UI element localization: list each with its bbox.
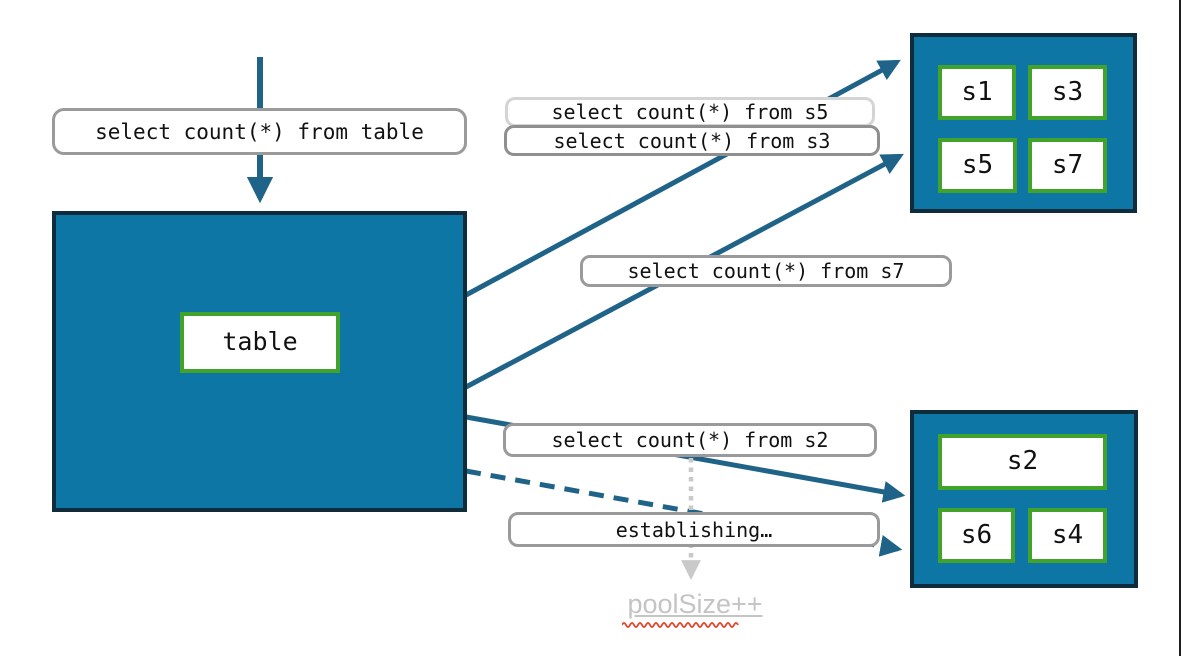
shard-s6-label: s6	[960, 519, 993, 550]
query-pill-s7: select count(*) from s7	[580, 255, 952, 287]
query-pill-s2-text: select count(*) from s2	[551, 428, 829, 452]
table-label: table	[222, 327, 298, 356]
shard-group-top: s1 s3 s5 s7	[910, 33, 1137, 213]
shard-s2: s2	[938, 434, 1107, 490]
shard-s4: s4	[1028, 508, 1107, 563]
query-pill-s7-text: select count(*) from s7	[627, 259, 905, 283]
shard-s5: s5	[938, 138, 1017, 193]
query-pill-table-text: select count(*) from table	[95, 119, 424, 144]
query-pill-s5: select count(*) from s5	[505, 97, 875, 127]
poolsize-label: poolSize++	[627, 589, 763, 619]
shard-s6: s6	[938, 508, 1015, 563]
query-pill-establishing-text: establishing…	[615, 517, 773, 542]
shard-s5-label: s5	[961, 149, 994, 180]
shard-s4-label: s4	[1051, 519, 1084, 550]
query-pill-s5-text: select count(*) from s5	[551, 100, 829, 124]
shard-s7-label: s7	[1051, 149, 1084, 180]
slide-right-edge	[1179, 0, 1181, 656]
shard-group-bottom: s2 s6 s4	[910, 410, 1138, 588]
query-pill-establishing: establishing…	[508, 512, 880, 547]
shard-s3-label: s3	[1051, 76, 1084, 107]
query-pill-s2: select count(*) from s2	[503, 423, 877, 457]
table-label-box: table	[180, 312, 340, 373]
query-pill-table: select count(*) from table	[52, 108, 467, 155]
shard-s1: s1	[938, 65, 1016, 120]
query-pill-s3: select count(*) from s3	[504, 125, 880, 156]
shard-s2-label: s2	[1006, 446, 1039, 476]
shard-s7: s7	[1028, 138, 1107, 193]
table-node: table	[52, 211, 467, 512]
query-pill-s3-text: select count(*) from s3	[553, 128, 831, 153]
shard-s3: s3	[1028, 65, 1107, 120]
shard-s1-label: s1	[961, 76, 993, 107]
spellcheck-squiggle	[622, 622, 739, 628]
